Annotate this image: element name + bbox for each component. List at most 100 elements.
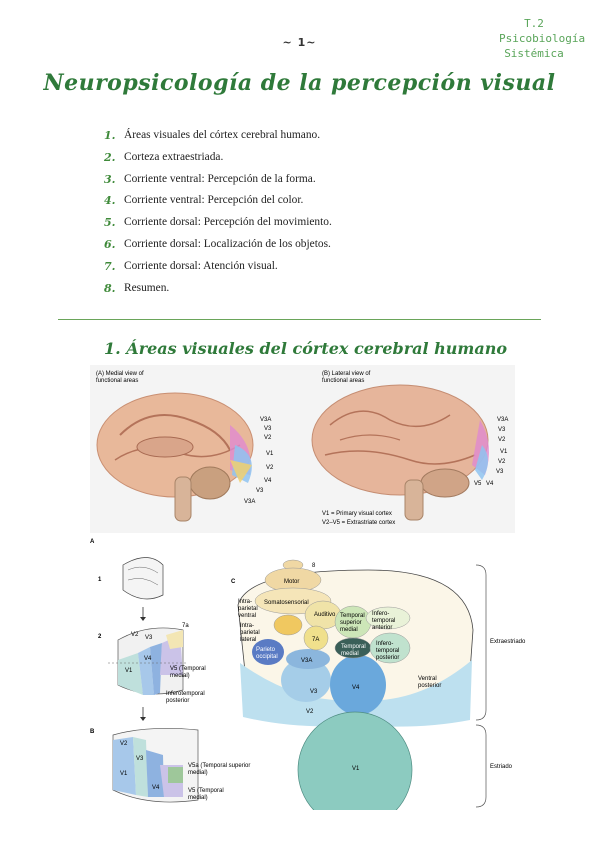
course-tag-line3: Sistémica bbox=[504, 47, 564, 60]
step-1-label: 1 bbox=[98, 577, 102, 583]
toc-text: Corriente ventral: Percepción del color. bbox=[124, 194, 304, 207]
c-label-v3: V3 bbox=[310, 689, 318, 695]
label-v4: V4 bbox=[486, 481, 494, 487]
lateral-brain-illustration bbox=[311, 384, 489, 521]
c-label-8: 8 bbox=[312, 563, 316, 569]
c-label-v2: V2 bbox=[306, 709, 314, 715]
cortex-map-b bbox=[112, 728, 199, 803]
section-heading: 1. Áreas visuales del córtex cerebral hu… bbox=[104, 339, 508, 358]
toc-number: 6. bbox=[104, 237, 116, 251]
label-v3: V3 bbox=[264, 426, 272, 432]
label-v5: V5 bbox=[474, 481, 482, 487]
toc-number: 2. bbox=[104, 150, 116, 164]
toc-item: 6. Corriente dorsal: Localización de los … bbox=[104, 234, 524, 256]
toc-text: Corriente dorsal: Localización de los ob… bbox=[124, 237, 331, 250]
label-v3a: V3A bbox=[260, 417, 271, 423]
toc-text: Corteza extraestriada. bbox=[124, 150, 224, 163]
c-label-motor: Motor bbox=[284, 579, 299, 585]
page-number: ~ 1~ bbox=[282, 36, 317, 49]
toc-number: 7. bbox=[104, 259, 116, 273]
course-tag-line1: T.2 bbox=[524, 17, 544, 30]
label-v3: V3 bbox=[496, 469, 504, 475]
c-label-7a: 7A bbox=[312, 637, 319, 643]
step-2-label: 2 bbox=[98, 634, 102, 640]
label-v2: V2 bbox=[498, 459, 506, 465]
toc-item: 3. Corriente ventral: Percepción de la fo… bbox=[104, 169, 524, 191]
toc-text: Corriente dorsal: Atención visual. bbox=[124, 259, 278, 272]
legend-extrastriate: V2–V5 = Extrastriate cortex bbox=[322, 520, 395, 526]
a-label-v1: V1 bbox=[125, 668, 133, 674]
label-v3: V3 bbox=[498, 427, 506, 433]
c-label-v1: V1 bbox=[352, 766, 360, 772]
c-label-auditivo: Auditivo bbox=[314, 612, 336, 618]
label-v2: V2 bbox=[498, 437, 506, 443]
extrastriate-label: Extraestriado bbox=[490, 639, 526, 645]
label-v2: V2 bbox=[264, 435, 272, 441]
c-label-somatosensorial: Somatosensorial bbox=[264, 600, 309, 606]
panel-a-label: A bbox=[90, 539, 95, 545]
label-v3: V3 bbox=[256, 488, 264, 494]
toc-number: 1. bbox=[104, 129, 116, 142]
label-v3a: V3A bbox=[244, 499, 255, 505]
c-label-v4: V4 bbox=[352, 685, 360, 691]
label-v1: V1 bbox=[500, 449, 508, 455]
toc-number: 3. bbox=[104, 172, 116, 186]
course-tag-line2: Psicobiología bbox=[499, 32, 586, 45]
table-of-contents: 1. Áreas visuales del córtex cerebral hum… bbox=[104, 125, 524, 299]
b-label-v3: V3 bbox=[136, 756, 144, 762]
medial-labels: V3A V3 V2 V1 V2 V4 V3 V3A bbox=[244, 417, 274, 505]
course-tag: T.2 Psicobiología Sistémica bbox=[499, 16, 586, 61]
a-label-7a: 7a bbox=[182, 623, 189, 629]
label-v1: V1 bbox=[266, 451, 274, 457]
panel-b-label: B bbox=[90, 729, 95, 735]
toc-item: 1. Áreas visuales del córtex cerebral hum… bbox=[104, 125, 524, 147]
toc-number: 4. bbox=[104, 194, 116, 208]
medial-brain-illustration bbox=[96, 392, 254, 522]
toc-text: Resumen. bbox=[124, 281, 170, 294]
label-v4: V4 bbox=[264, 478, 272, 484]
toc-text: Áreas visuales del córtex cerebral human… bbox=[124, 129, 321, 141]
toc-item: 5. Corriente dorsal: Percepción del movim… bbox=[104, 212, 524, 234]
striate-bracket bbox=[475, 724, 487, 808]
toc-item: 7. Corriente dorsal: Atención visual. bbox=[104, 256, 524, 278]
legend-primary: V1 = Primary visual cortex bbox=[322, 511, 392, 517]
section-divider bbox=[58, 319, 541, 320]
toc-item: 4. Corriente ventral: Percepción del colo… bbox=[104, 190, 524, 212]
b-label-v2: V2 bbox=[120, 741, 128, 747]
b-label-v4: V4 bbox=[152, 785, 160, 791]
toc-number: 5. bbox=[104, 216, 116, 230]
cortex-map-a bbox=[108, 627, 188, 695]
extrastriate-bracket bbox=[475, 564, 487, 721]
b-label-v1: V1 bbox=[120, 771, 128, 777]
panel-c-label: C bbox=[231, 579, 236, 585]
toc-item: 2. Corteza extraestriada. bbox=[104, 147, 524, 169]
toc-number: 8. bbox=[104, 281, 116, 295]
a-label-v3: V3 bbox=[145, 635, 153, 641]
cortex-sketch-1 bbox=[122, 557, 164, 600]
a-label-v2: V2 bbox=[131, 632, 139, 638]
a-label-v4: V4 bbox=[144, 656, 152, 662]
label-v3a: V3A bbox=[497, 417, 508, 423]
toc-item: 8. Resumen. bbox=[104, 278, 524, 300]
toc-text: Corriente ventral: Percepción de la form… bbox=[124, 172, 316, 185]
label-v2: V2 bbox=[266, 465, 274, 471]
striate-label: Estriado bbox=[490, 764, 513, 770]
toc-text: Corriente dorsal: Percepción del movimie… bbox=[124, 216, 332, 229]
lateral-labels: V3A V3 V2 V1 V2 V3 V4 V5 bbox=[474, 417, 508, 487]
